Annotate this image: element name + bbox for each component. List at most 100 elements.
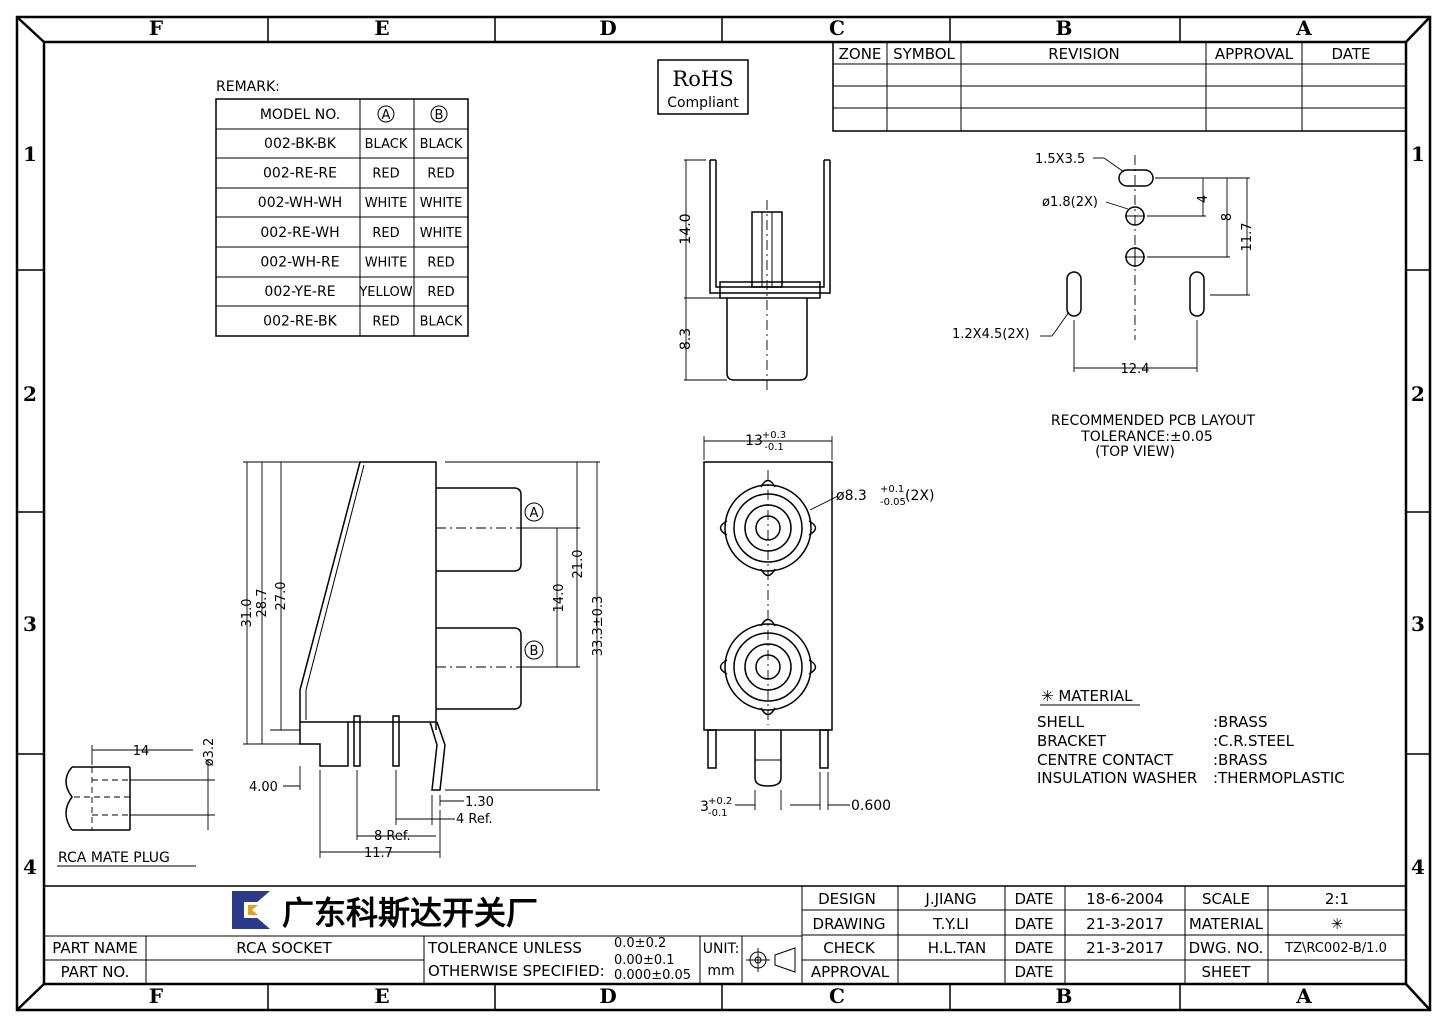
check-value: H.L.TAN [928,939,986,957]
material-list: ✳ MATERIAL SHELL :BRASS BRACKET :C.R.STE… [1037,687,1345,787]
remark-model-cell: 002-BK-BK [264,136,337,152]
zone-row-left: 1 [23,142,37,166]
material-name-contact: CENTRE CONTACT [1037,751,1174,769]
zone-labels: F E D C B A F E D C B A 1 2 3 4 1 2 3 4 [23,16,1425,1008]
material-name-shell: SHELL [1037,713,1085,731]
profile-dim-14: 14.0 [552,584,567,613]
check-label: CHECK [823,939,876,957]
front-dia-sup: +0.1 [880,484,904,495]
front-pin-sub: -0.1 [708,808,728,819]
zone-col-top: B [1056,16,1073,40]
remark-title: REMARK: [216,79,280,95]
pcb-dim-11-7: 11.7 [1240,223,1255,252]
side-dim-14: 14.0 [678,213,694,244]
tolerance-line2: OTHERWISE SPECIFIED: [428,962,605,980]
remark-model-cell: 002-RE-BK [263,314,338,330]
dwg-no-value: TZ\RC002-B/1.0 [1284,941,1387,956]
title-block: 广东科斯达开关厂 PART NAME RCA SOCKET PART NO. T… [44,885,1406,984]
profile-dim-4-ref: 4 Ref. [456,812,493,827]
drawing-label: DRAWING [813,915,886,933]
material-value-shell: :BRASS [1213,713,1267,731]
zone-row-right: 3 [1411,612,1425,636]
zone-col-top: D [599,16,616,40]
remark-model-cell: 002-YE-RE [264,284,335,300]
profile-dim-27: 27.0 [274,582,289,611]
remark-color-a-cell: BLACK [365,137,408,152]
zone-col-top: A [1295,16,1312,40]
revision-header-revision: REVISION [1048,45,1120,63]
front-width-base: 13 [745,433,763,449]
tolerance-v1: 0.0±0.2 [614,936,666,951]
rohs-compliant: Compliant [667,95,739,111]
projection-symbol-icon [746,947,796,973]
rca-mate-plug: 14 ø3.2 RCA MATE PLUG [57,738,217,867]
zone-col-bottom: B [1056,984,1073,1008]
part-name-value: RCA SOCKET [236,939,332,957]
pcb-dim-8: 8 [1220,213,1235,221]
remark-color-b-cell: BLACK [420,137,463,152]
remark-color-b-cell: RED [427,255,454,270]
plug-label: RCA MATE PLUG [58,850,170,866]
remark-color-a-cell: YELLOW [358,285,412,300]
pcb-hole-label: ø1.8(2X) [1042,195,1098,210]
approval-label: APPROVAL [811,963,890,981]
pcb-dim-12-4: 12.4 [1121,362,1150,377]
remark-header-a: A [382,108,391,123]
pcb-view: (TOP VIEW) [1095,444,1175,460]
pcb-dim-4: 4 [1196,195,1211,203]
remark-color-b-cell: WHITE [420,226,463,241]
front-dia-sub: -0.05 [880,497,906,508]
revision-header-symbol: SYMBOL [893,45,955,63]
remark-model-cell: 002-WH-WH [258,195,342,211]
profile-dim-33-3: 33.3±0.3 [591,596,606,657]
pcb-long-slot-label: 1.2X4.5(2X) [952,327,1030,342]
drawing-frame [15,15,1432,1012]
design-value: J.JIANG [924,890,976,908]
pcb-caption: RECOMMENDED PCB LAYOUT [1051,413,1256,429]
revision-header-approval: APPROVAL [1215,45,1294,63]
date-label: DATE [1014,939,1053,957]
date-label: DATE [1014,963,1053,981]
material-value-washer: :THERMOPLASTIC [1213,769,1345,787]
zone-row-left: 4 [23,855,37,879]
material-label: MATERIAL [1189,915,1264,933]
company-logo-icon [232,891,270,929]
remark-color-b-cell: WHITE [420,196,463,211]
pcb-slot-label: 1.5X3.5 [1035,152,1085,167]
date-value: 18-6-2004 [1086,890,1164,908]
unit-value: mm [707,963,734,979]
remark-model-cell: 002-RE-RE [263,166,337,182]
front-view: 13 +0.3 -0.1 ø8.3 +0.1 -0.05 (2X) 3 +0.2… [700,430,934,819]
zone-col-top: F [149,16,163,40]
plug-dim-3-2: ø3.2 [202,738,217,767]
remark-color-a-cell: WHITE [365,196,408,211]
zone-col-bottom: A [1295,984,1312,1008]
remark-model-cell: 002-WH-RE [260,254,339,270]
remark-rows: 002-BK-BK BLACK BLACK 002-RE-RE RED RED 002-WH… [258,136,463,330]
remark-model-cell: 002-RE-WH [260,225,339,241]
remark-color-b-cell: BLACK [420,315,463,330]
unit-label: UNIT: [703,941,740,957]
remark-color-a-cell: RED [372,226,399,241]
remark-color-a-cell: WHITE [365,255,408,270]
sheet-label: SHEET [1202,963,1252,981]
tolerance-v2: 0.00±0.1 [614,953,675,968]
zone-col-top: C [829,16,845,40]
profile-dim-21: 21.0 [571,550,586,579]
part-name-label: PART NAME [52,939,138,957]
zone-col-bottom: F [149,984,163,1008]
profile-mark-a: A [530,506,539,521]
company-name: 广东科斯达开关厂 [282,894,538,932]
material-title: ✳ MATERIAL [1041,687,1133,705]
profile-dim-4-00: 4.00 [249,780,278,795]
profile-view: A B 31.0 28.7 27.0 4.00 14.0 21.0 33.3±0… [240,461,606,861]
material-name-bracket: BRACKET [1037,732,1107,750]
zone-row-right: 4 [1411,855,1425,879]
scale-value: 2:1 [1325,890,1349,908]
profile-dim-31: 31.0 [240,599,255,628]
profile-dim-8-ref: 8 Ref. [374,829,411,844]
date-value: 21-3-2017 [1086,939,1164,957]
date-label: DATE [1014,915,1053,933]
zone-col-top: E [374,16,389,40]
date-value: 21-3-2017 [1086,915,1164,933]
